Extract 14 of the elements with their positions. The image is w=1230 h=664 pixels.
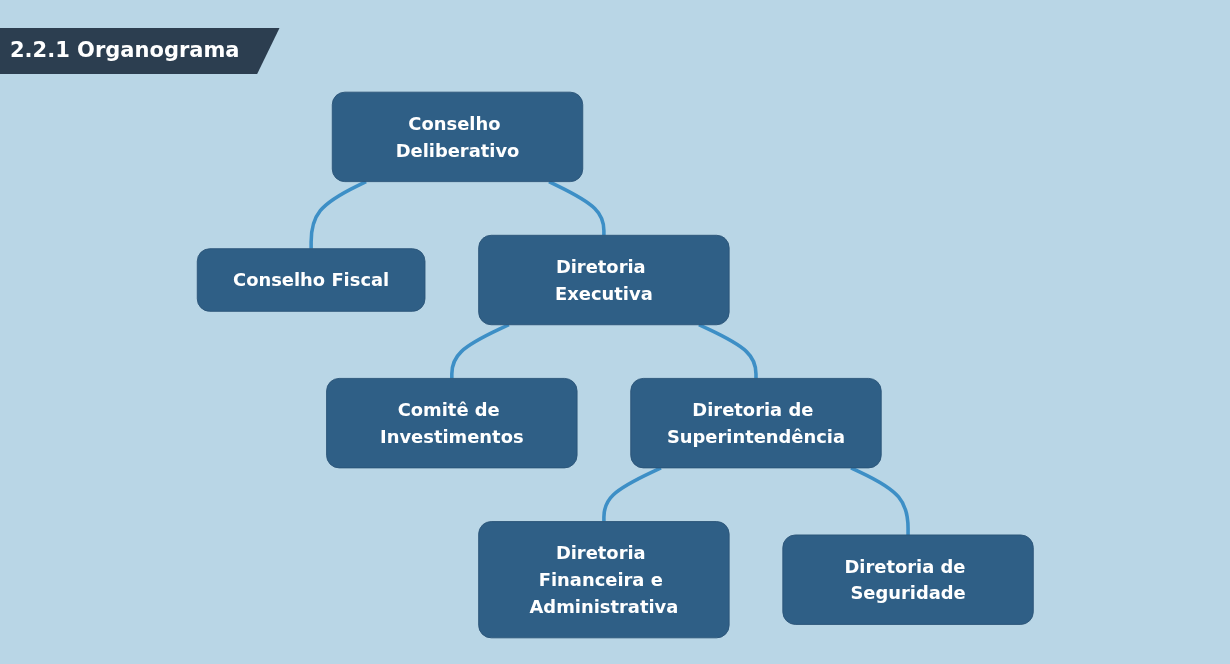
node-box: Comitê de Investimentos — [325, 377, 578, 469]
node-box: Diretoria Financeira e Administrativa — [477, 521, 730, 639]
node-box: Diretoria de Seguridade — [782, 534, 1034, 625]
connector — [449, 323, 510, 379]
section-title: 2.2.1 Organograma — [0, 28, 280, 74]
connector — [309, 180, 367, 249]
node-box: Conselho Fiscal — [196, 248, 426, 312]
connector — [601, 466, 662, 522]
node-box: Diretoria de Superintendência — [630, 377, 882, 469]
connector — [697, 323, 758, 379]
node-box: Diretoria Executiva — [477, 234, 730, 326]
connector — [547, 180, 606, 236]
node-box: Conselho Deliberativo — [331, 91, 583, 183]
connector — [850, 466, 910, 535]
